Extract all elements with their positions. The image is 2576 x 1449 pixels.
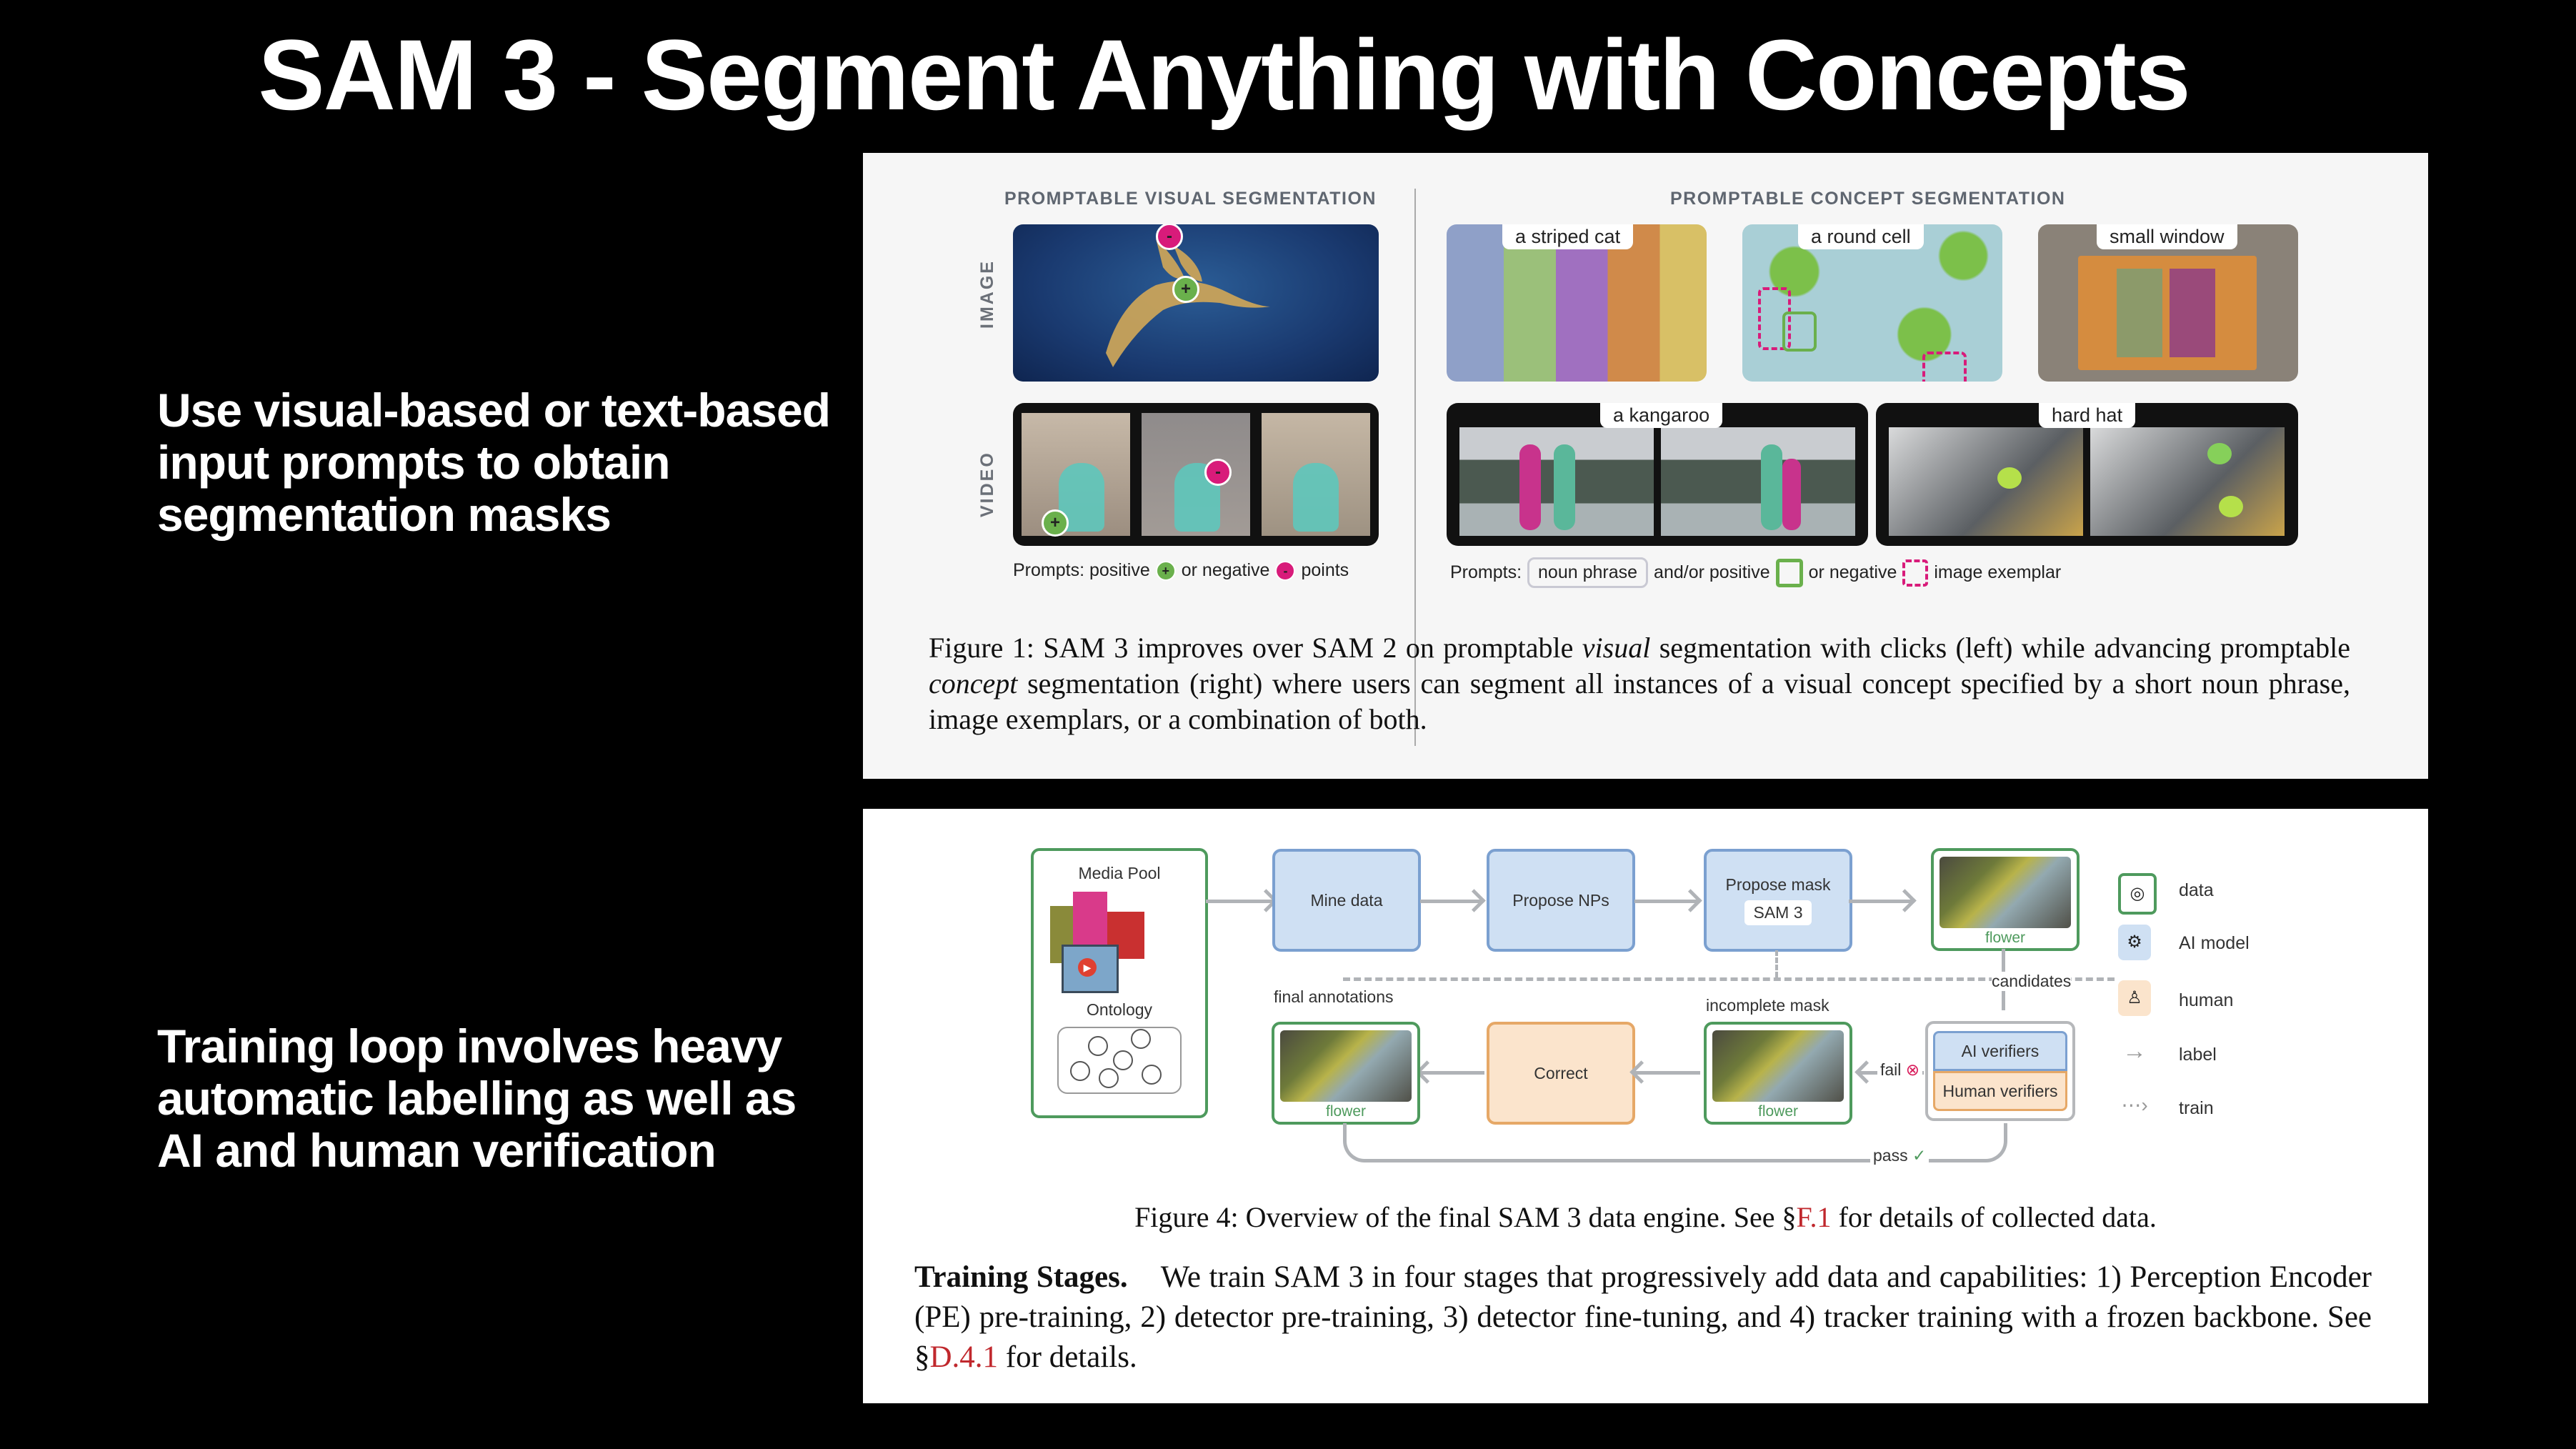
- final-annotations-box: flower: [1272, 1022, 1420, 1125]
- arrow: [1420, 1071, 1484, 1075]
- video-frame-1: +: [1022, 413, 1130, 537]
- verifiers-box: AI verifiers Human verifiers: [1925, 1021, 2075, 1121]
- pcs-legend: Prompts: noun phrase and/or positive or …: [1450, 557, 2061, 588]
- pass-line: [1343, 1123, 2007, 1162]
- side-text-prompts: Use visual-based or text-based input pro…: [157, 384, 831, 541]
- figure-4-panel: Media Pool ▶ Ontology Mine data Propose …: [863, 809, 2428, 1403]
- ai-model-legend-icon: ⚙: [2118, 925, 2151, 960]
- concept-tag: a striped cat: [1502, 224, 1634, 249]
- striped-cat-image: a striped cat: [1447, 224, 1707, 382]
- pvs-legend: Prompts: positive + or negative - points: [1013, 560, 1349, 581]
- propose-mask-box: Propose mask SAM 3: [1704, 849, 1852, 952]
- slide-title: SAM 3 - Segment Anything with Concepts: [258, 19, 2190, 131]
- train-dashed-line: [1343, 977, 2115, 981]
- train-to-sam3-line: [1775, 950, 1778, 977]
- arrow: [1634, 900, 1697, 903]
- concept-tag: a round cell: [1798, 224, 1924, 249]
- concept-tag: a kangaroo: [1600, 403, 1723, 428]
- pvs-heading: PROMPTABLE VISUAL SEGMENTATION: [1004, 189, 1377, 209]
- pcs-heading: PROMPTABLE CONCEPT SEGMENTATION: [1670, 189, 2066, 209]
- noun-phrase-chip: noun phrase: [1527, 557, 1649, 588]
- training-stages-paragraph: Training Stages. We train SAM 3 in four …: [914, 1260, 2372, 1374]
- row-label-image: IMAGE: [977, 259, 997, 329]
- whale-image: - +: [1013, 224, 1379, 382]
- positive-exemplar-box: [1782, 312, 1817, 352]
- negative-point: -: [1156, 224, 1183, 250]
- figure-1-panel: PROMPTABLE VISUAL SEGMENTATION PROMPTABL…: [863, 153, 2428, 779]
- media-thumbnails: ▶: [1044, 892, 1194, 993]
- sam3-model-chip: SAM 3: [1744, 900, 1812, 925]
- small-window-image: small window: [2038, 224, 2298, 382]
- ref-link-f1[interactable]: F.1: [1796, 1201, 1832, 1233]
- ai-verifiers: AI verifiers: [1933, 1031, 2067, 1071]
- hard-hat-video: hard hat: [1876, 403, 2298, 546]
- side-text-training: Training loop involves heavy automatic l…: [157, 1020, 797, 1177]
- positive-point: +: [1172, 276, 1199, 303]
- video-frame-2: -: [1142, 413, 1250, 536]
- arrow: [1634, 1071, 1700, 1075]
- human-verifiers: Human verifiers: [1933, 1071, 2067, 1111]
- positive-exemplar-icon: [1775, 558, 1803, 587]
- negative-exemplar-box: [1758, 287, 1791, 350]
- play-icon: ▶: [1078, 958, 1097, 977]
- video-strip: + -: [1013, 403, 1379, 546]
- round-cell-image: a round cell: [1742, 224, 2002, 382]
- figure-4-caption: Figure 4: Overview of the final SAM 3 da…: [1134, 1201, 2157, 1233]
- candidates-label: candidates: [1992, 972, 2072, 991]
- negative-exemplar-box: [1922, 352, 1967, 382]
- fail-x-icon: ⊗: [1905, 1060, 1920, 1079]
- negative-point-icon: -: [1275, 560, 1296, 581]
- incomplete-mask-box: flower: [1704, 1022, 1852, 1125]
- row-label-video: VIDEO: [977, 451, 997, 517]
- pass-check-icon: ✓: [1912, 1146, 1927, 1165]
- incomplete-mask-label: incomplete mask: [1706, 996, 1829, 1015]
- concept-tag: small window: [2097, 224, 2237, 249]
- whale-mask: [1106, 239, 1270, 367]
- concept-tag: hard hat: [2039, 403, 2136, 428]
- final-annotations-label: final annotations: [1274, 987, 1394, 1006]
- positive-point-icon: +: [1155, 560, 1176, 581]
- candidate-mask-box: flower: [1931, 848, 2080, 951]
- fail-label: fail ⊗: [1877, 1060, 1923, 1080]
- negative-exemplar-icon: [1902, 559, 1929, 587]
- negative-point: -: [1204, 459, 1232, 486]
- data-legend-icon: ◎: [2118, 873, 2157, 915]
- arrow: [1420, 900, 1481, 903]
- video-frame-3: [1262, 413, 1370, 536]
- media-pool-box: Media Pool ▶ Ontology: [1031, 848, 1208, 1118]
- train-arrow-legend-icon: ⋯›: [2121, 1094, 2148, 1116]
- arrow: [1849, 900, 1912, 903]
- pass-label: pass ✓: [1870, 1146, 1929, 1165]
- label-arrow-legend-icon: →: [2122, 1037, 2147, 1065]
- arrow: [1206, 900, 1273, 903]
- flower-image: [1940, 857, 2071, 928]
- positive-point: +: [1042, 509, 1069, 537]
- kangaroo-video: a kangaroo: [1447, 403, 1868, 546]
- flower-image: [1712, 1030, 1844, 1102]
- ontology-graph-icon: [1057, 1027, 1182, 1094]
- flower-image: [1280, 1030, 1412, 1102]
- mine-data-box: Mine data: [1272, 849, 1421, 952]
- propose-nps-box: Propose NPs: [1487, 849, 1635, 952]
- figure-1-caption: Figure 1: SAM 3 improves over SAM 2 on p…: [929, 632, 2351, 735]
- correct-box: Correct: [1487, 1022, 1635, 1125]
- section-divider: [1414, 189, 1416, 746]
- human-legend-icon: ♙: [2118, 980, 2151, 1016]
- ref-link-d41[interactable]: D.4.1: [929, 1340, 999, 1374]
